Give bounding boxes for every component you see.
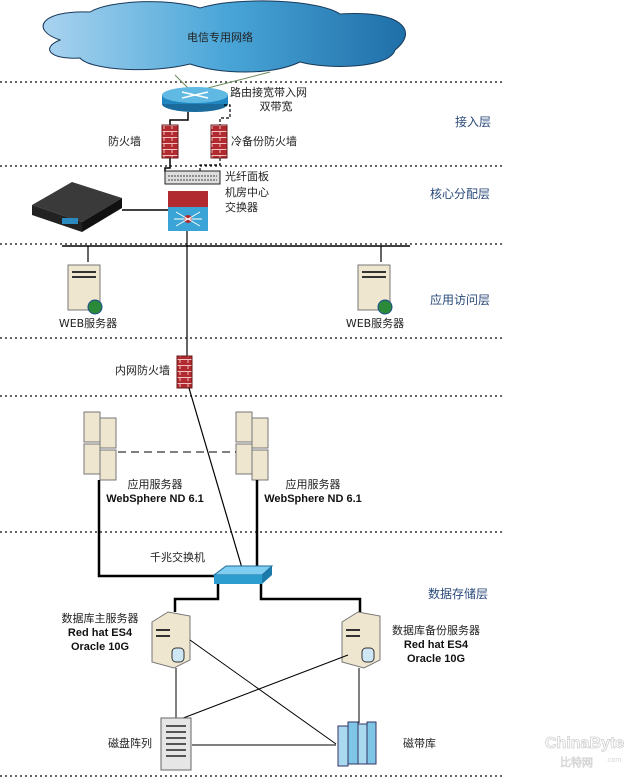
router-icon <box>162 87 228 112</box>
app-server-right-icon <box>235 411 269 481</box>
db-main-db: Oracle 10G <box>71 641 129 653</box>
fiber-panel-icon <box>164 170 221 185</box>
db-main-os: Red hat ES4 <box>68 627 133 639</box>
gigabit-switch-icon <box>212 565 274 584</box>
intranet-firewall-label: 内网防火墙 <box>115 363 170 377</box>
cloud-label: 电信专用网络 <box>187 30 253 44</box>
router-label-2: 双带宽 <box>260 99 293 113</box>
layer-separators <box>0 81 505 777</box>
app-server-left-label: 应用服务器 <box>128 477 183 491</box>
backup-firewall-label: 冷备份防火墙 <box>231 134 297 148</box>
cloud-icon: 电信专用网络 <box>42 0 407 73</box>
firewall-label: 防火墙 <box>108 134 141 148</box>
core-switch-label-1: 光纤面板 <box>225 169 269 183</box>
layer-app-access-label: 应用访问层 <box>430 292 490 307</box>
tape-library-label: 磁带库 <box>403 737 436 750</box>
disk-array-label: 磁盘阵列 <box>108 736 152 750</box>
db-backup-os: Red hat ES4 <box>404 639 469 651</box>
chinabyte-watermark-logo: ChinaByte 比特网 .com <box>545 735 625 770</box>
core-switch-icon <box>168 191 208 231</box>
core-switch-label-2: 机房中心 <box>225 185 269 199</box>
db-backup-db: Oracle 10G <box>407 653 465 665</box>
backup-firewall-icon <box>210 124 228 159</box>
db-backup-server-icon <box>341 611 381 669</box>
storage-links <box>175 639 360 746</box>
svg-text:ChinaByte: ChinaByte <box>545 735 624 752</box>
app-server-left-icon <box>83 411 117 481</box>
layer-storage-label: 数据存储层 <box>428 586 488 601</box>
db-main-label: 数据库主服务器 <box>62 611 139 625</box>
app-server-left-software: WebSphere ND 6.1 <box>106 493 204 505</box>
web-server-left-icon <box>67 264 103 315</box>
disk-array-icon <box>160 717 192 771</box>
gigabit-switch-label: 千兆交换机 <box>150 550 205 564</box>
db-main-server-icon <box>151 611 191 669</box>
app-server-right-software: WebSphere ND 6.1 <box>264 493 362 505</box>
router-label: 路由接宽带入网 <box>230 85 307 99</box>
firewall-icon <box>161 124 179 159</box>
web-server-left-label: WEB服务器 <box>59 317 117 330</box>
layer-core-label: 核心分配层 <box>430 187 490 201</box>
intranet-firewall-icon <box>176 355 193 389</box>
svg-text:.com: .com <box>606 757 621 764</box>
rack-device-icon <box>32 182 122 232</box>
web-server-right-label: WEB服务器 <box>346 317 404 330</box>
core-switch-label-3: 交换器 <box>225 200 258 214</box>
web-server-right-icon <box>357 264 393 315</box>
svg-text:比特网: 比特网 <box>560 755 593 769</box>
app-server-right-label: 应用服务器 <box>286 477 341 491</box>
layer-access-label: 接入层 <box>455 114 491 129</box>
db-backup-label: 数据库备份服务器 <box>392 623 480 637</box>
tape-library-icon <box>337 721 377 767</box>
